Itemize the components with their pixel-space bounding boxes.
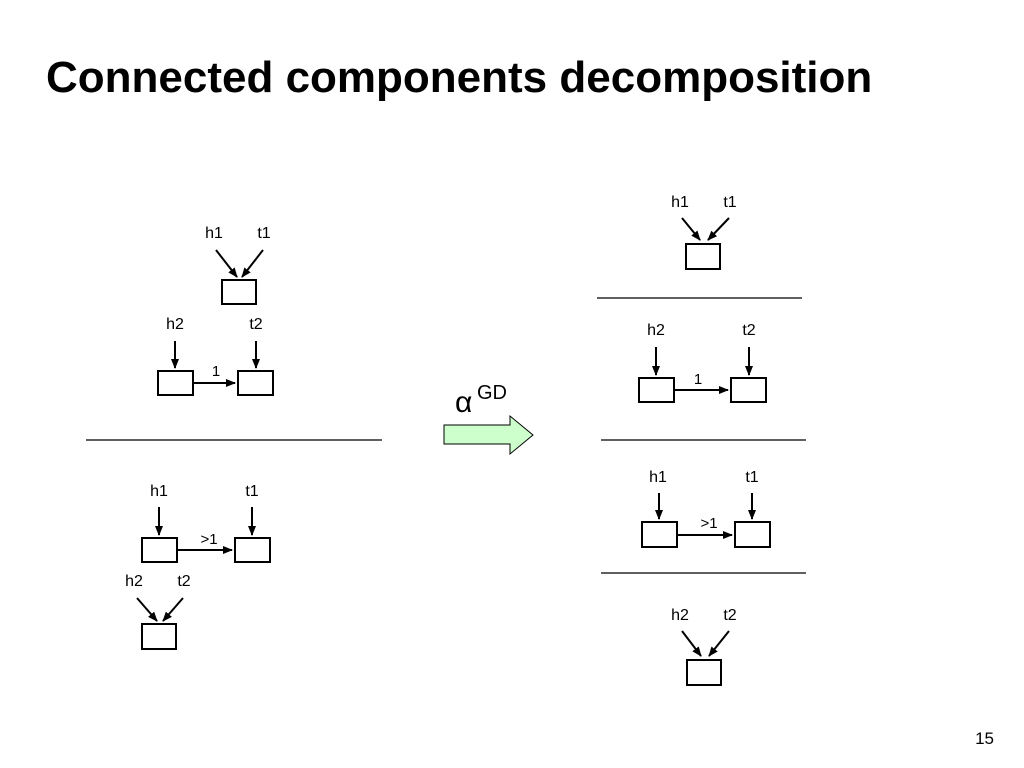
operator-superscript: GD xyxy=(477,382,507,404)
left-top-h-arrow xyxy=(215,249,238,278)
left-pair1-h-node xyxy=(157,370,194,396)
left-top-h-label: h1 xyxy=(205,225,223,242)
right-c1-t-arrow xyxy=(707,217,730,241)
right-c4-t-arrow xyxy=(708,630,730,657)
left-pair1-t-node xyxy=(237,370,274,396)
alpha-symbol: α xyxy=(455,386,472,419)
left-bottom-t-label: t2 xyxy=(177,573,190,590)
transform-arrow xyxy=(443,414,534,456)
right-component-4: h2 t2 xyxy=(671,607,737,686)
page-number: 15 xyxy=(975,729,994,748)
left-upper-pair-component: h2 t2 1 xyxy=(157,316,274,396)
right-c1-node xyxy=(685,243,721,270)
left-bottom-t-arrow xyxy=(162,597,184,622)
left-top-t-arrow xyxy=(241,249,264,278)
right-c3-edge-label: >1 xyxy=(700,515,717,532)
right-c2-edge-label: 1 xyxy=(694,371,702,388)
right-c3-h-label: h1 xyxy=(649,469,667,486)
right-c1-h-label: h1 xyxy=(671,194,689,211)
left-lower-pair-component: h1 t1 >1 xyxy=(141,483,271,563)
left-pair1-h-label: h2 xyxy=(166,316,184,333)
right-c4-h-label: h2 xyxy=(671,607,689,624)
slide-title: Connected components decomposition xyxy=(46,53,873,102)
right-c3-t-label: t1 xyxy=(745,469,758,486)
left-pair2-edge-label: >1 xyxy=(200,531,217,548)
right-c2-t-label: t2 xyxy=(742,322,755,339)
left-upper-top-component: h1 t1 xyxy=(205,225,271,305)
right-c4-h-arrow xyxy=(681,630,702,657)
right-c3-t-node xyxy=(734,521,771,548)
left-lower-bottom-component: h2 t2 xyxy=(125,573,191,650)
left-original-graph: h1 t1 h2 t2 1 h1 t1 >1 xyxy=(86,225,382,650)
left-pair1-edge-label: 1 xyxy=(212,363,220,380)
right-component-2: h2 t2 1 xyxy=(638,322,767,403)
right-c3-h-node xyxy=(641,521,678,548)
right-c4-node xyxy=(686,659,722,686)
right-c1-t-label: t1 xyxy=(723,194,736,211)
right-component-3: h1 t1 >1 xyxy=(641,469,771,548)
right-component-1: h1 t1 xyxy=(671,194,737,270)
left-bottom-h-label: h2 xyxy=(125,573,143,590)
right-c1-h-arrow xyxy=(681,217,701,241)
left-bottom-h-arrow xyxy=(136,597,158,622)
right-c2-h-node xyxy=(638,377,675,403)
left-pair2-t-label: t1 xyxy=(245,483,258,500)
left-pair2-h-label: h1 xyxy=(150,483,168,500)
right-c2-t-node xyxy=(730,377,767,403)
left-pair1-t-label: t2 xyxy=(249,316,262,333)
left-bottom-node xyxy=(141,623,177,650)
left-pair2-t-node xyxy=(234,537,271,563)
right-c2-h-label: h2 xyxy=(647,322,665,339)
right-c4-t-label: t2 xyxy=(723,607,736,624)
right-decomposed-graph: h1 t1 h2 t2 1 h1 t1 >1 xyxy=(597,194,806,686)
left-top-t-label: t1 xyxy=(257,225,270,242)
left-pair2-h-node xyxy=(141,537,178,563)
operator-transform: α GD xyxy=(443,382,534,456)
left-top-node xyxy=(221,279,257,305)
